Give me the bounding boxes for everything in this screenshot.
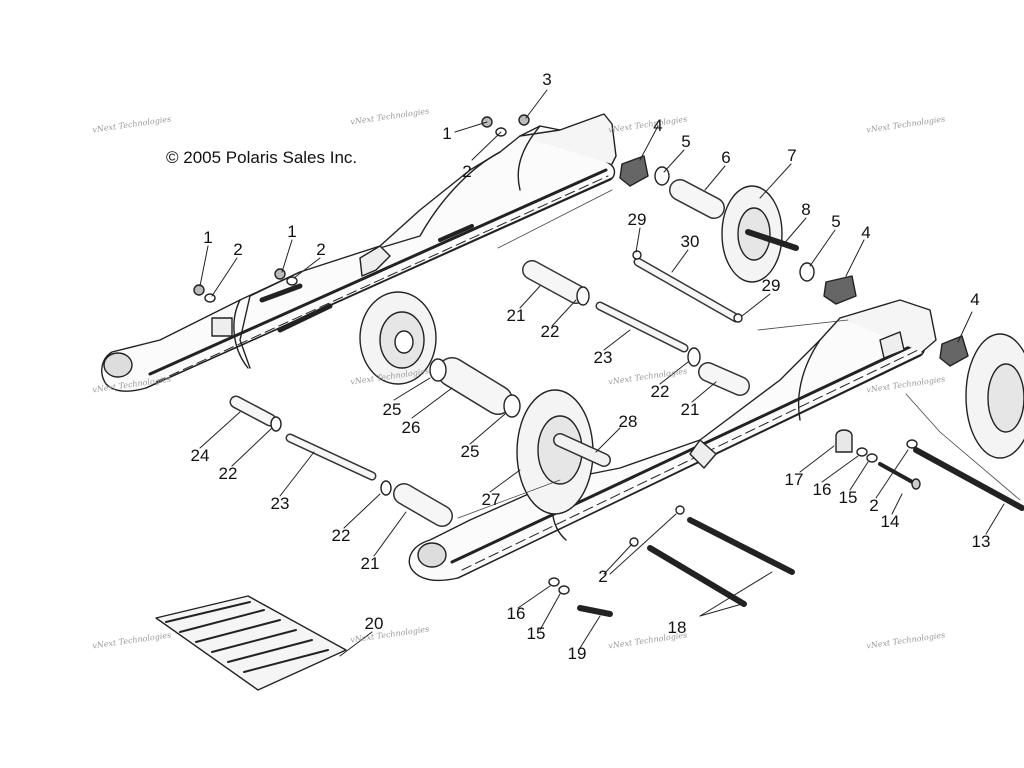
leader-lines: [199, 89, 1005, 657]
part-callout: 28: [618, 412, 638, 431]
part-callout: 25: [460, 442, 480, 461]
part-callout: 1: [203, 228, 213, 247]
part-callout: 2: [598, 567, 608, 586]
upper-wheel: [721, 185, 799, 283]
guide-lines: [457, 189, 1021, 519]
part-callout: 2: [462, 162, 472, 181]
part-callout: 4: [653, 116, 663, 135]
part-callout: 15: [838, 488, 858, 507]
part-callout: 18: [667, 618, 687, 637]
part-callout: 21: [506, 306, 526, 325]
part-callout: 22: [218, 464, 238, 483]
right-edge-wheel: [965, 333, 1024, 459]
copyright-notice: © 2005 Polaris Sales Inc.: [166, 148, 358, 167]
part-callout: 13: [971, 532, 991, 551]
part-callout: 16: [812, 480, 832, 499]
part-callout: 30: [680, 232, 700, 251]
part-callout: 2: [233, 240, 243, 259]
left-idler-wheel: [359, 291, 437, 385]
shock-mounts: [619, 155, 969, 367]
part-callout: 2: [869, 496, 879, 515]
part-callout: 2: [316, 240, 326, 259]
part-callout: 27: [481, 490, 501, 509]
part-callout: 1: [287, 222, 297, 241]
shafts: [229, 179, 1024, 617]
part-callout: 21: [360, 554, 380, 573]
part-callout: 1: [442, 124, 452, 143]
part-callout: 23: [270, 494, 290, 513]
part-callout: 4: [970, 290, 980, 309]
part-callout: 26: [401, 418, 421, 437]
part-callout: 3: [542, 70, 552, 89]
part-callout: 16: [506, 604, 526, 623]
part-callout: 21: [680, 400, 700, 419]
part-callout: 29: [627, 210, 647, 229]
part-callout: 22: [650, 382, 670, 401]
front-idler-wheel: [516, 389, 611, 515]
part-callout: 4: [861, 223, 871, 242]
part-callout: 7: [787, 146, 797, 165]
part-callout: 22: [331, 526, 351, 545]
part-callout: 22: [540, 322, 560, 341]
part-callout: 5: [681, 132, 691, 151]
part-callout: 19: [567, 644, 587, 663]
hardware: [193, 114, 921, 595]
part-callout: 23: [593, 348, 613, 367]
part-callout: 8: [801, 200, 811, 219]
part-callout: 14: [880, 512, 900, 531]
part-callout: 5: [831, 212, 841, 231]
part-callout: 17: [784, 470, 804, 489]
part-callout: 20: [364, 614, 384, 633]
scraper-plate: [155, 595, 347, 691]
part-callout: 29: [761, 276, 781, 295]
part-callout: 24: [190, 446, 210, 465]
left-rail: [101, 113, 617, 392]
part-callout: 25: [382, 400, 402, 419]
part-callout: 6: [721, 148, 731, 167]
part-callout: 15: [526, 624, 546, 643]
